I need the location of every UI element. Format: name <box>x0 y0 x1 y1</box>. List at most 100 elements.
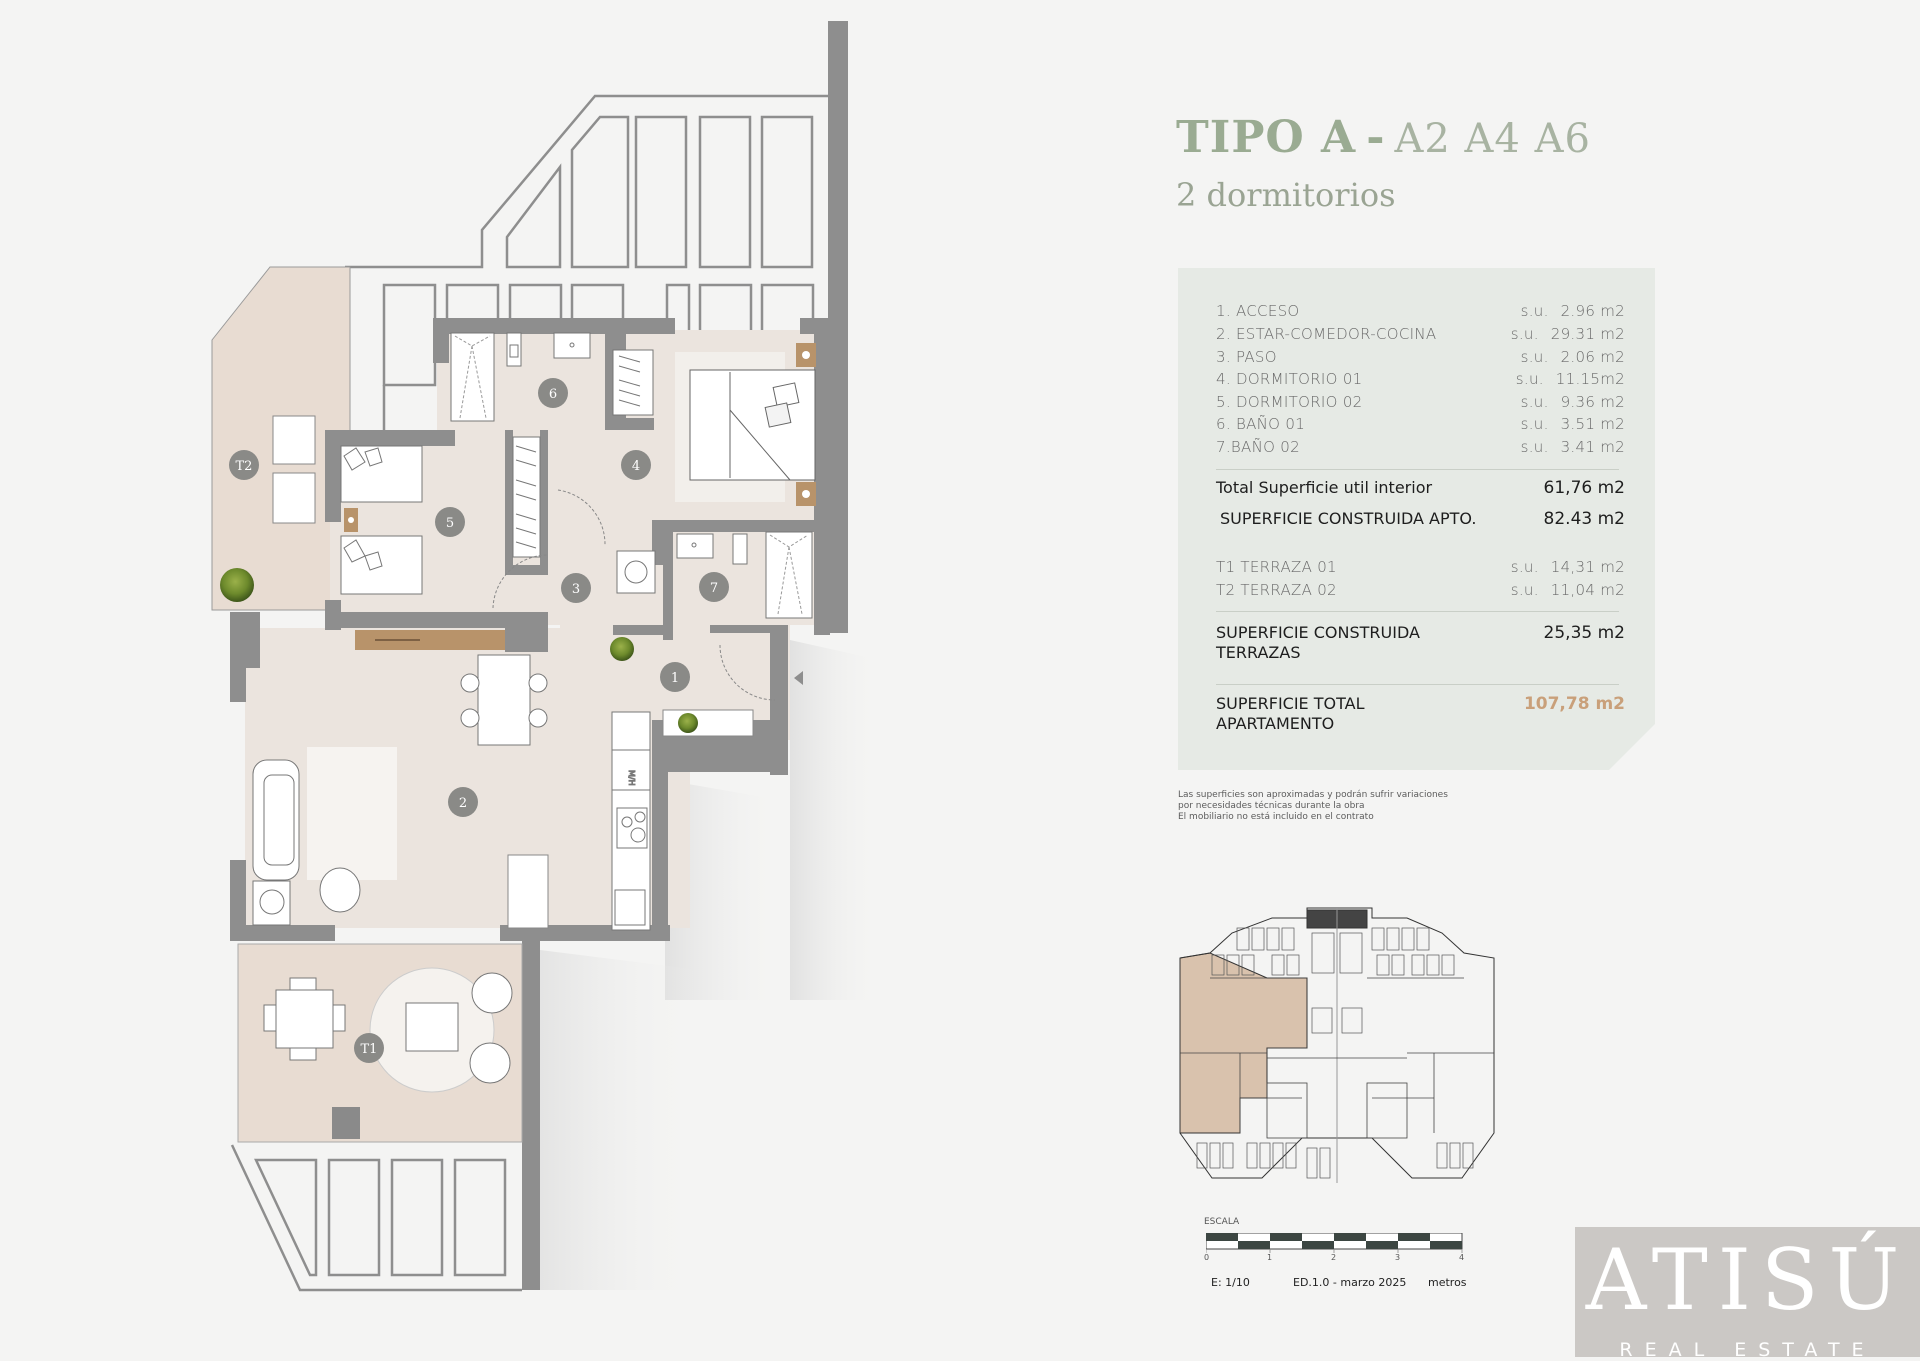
double-bed <box>675 343 816 506</box>
svg-text:4: 4 <box>632 459 640 474</box>
logo-wordmark: ATISÚ <box>1585 1231 1910 1329</box>
edition-date: ED.1.0 - marzo 2025 <box>1293 1276 1407 1289</box>
atisu-logo: ATISÚ REAL ESTATE <box>1575 1227 1920 1361</box>
svg-text:M/H: M/H <box>627 770 636 786</box>
floor-plan: M/H 1 2 3 4 5 6 <box>211 21 880 1292</box>
su-prefix: s.u. <box>1510 558 1539 576</box>
marker-room-7: 7 <box>699 572 729 602</box>
wardrobe-bedroom-01 <box>612 349 654 416</box>
bathroom-02-fixtures <box>676 531 813 619</box>
svg-text:2: 2 <box>459 796 467 811</box>
door-swings <box>492 489 776 701</box>
room-area: 29.31 m2 <box>1550 325 1625 343</box>
exterior-wall-east <box>828 21 848 633</box>
room-name: 3. PASO <box>1216 348 1277 366</box>
su-prefix: s.u. <box>1520 415 1549 433</box>
bathroom-01-fixtures <box>450 332 591 422</box>
room-name: 7.BAÑO 02 <box>1216 438 1300 456</box>
table-row: 6. BAÑO 01 s.u. 3.51 m2 <box>1216 415 1625 433</box>
wardrobe-bedroom-02 <box>512 436 541 558</box>
table-row: 1. ACCESO s.u. 2.96 m2 <box>1216 302 1625 320</box>
marker-room-3: 3 <box>561 573 591 603</box>
construida-apto-row: SUPERFICIE CONSTRUIDA APTO.82.43 m2 <box>1220 509 1625 529</box>
disclaimer-line: El mobiliario no está incluido en el con… <box>1178 812 1374 822</box>
terrace-row: T2 TERRAZA 02 s.u. 11,04 m2 <box>1216 581 1625 599</box>
scale-bar <box>1206 1233 1463 1253</box>
island-counter <box>507 854 549 929</box>
total-apartamento-value: 107,78 m2 <box>1523 694 1625 714</box>
su-prefix: s.u. <box>1520 302 1549 320</box>
marker-room-2: 2 <box>448 787 478 817</box>
washing-machine <box>616 550 656 594</box>
coffee-table <box>405 1002 459 1052</box>
terrace-name: T2 TERRAZA 02 <box>1216 581 1337 599</box>
svg-text:T2: T2 <box>236 459 253 474</box>
scale-tick: 0 <box>1204 1253 1210 1262</box>
construida-terrazas-label-2: TERRAZAS <box>1216 643 1301 662</box>
divider <box>1216 684 1619 685</box>
construida-apto-label: SUPERFICIE CONSTRUIDA APTO. <box>1220 509 1477 528</box>
scale-tick: 4 <box>1459 1253 1465 1262</box>
divider <box>1216 469 1619 470</box>
su-prefix: s.u. <box>1510 581 1539 599</box>
su-prefix: s.u. <box>1515 370 1544 388</box>
title-separator: - <box>1366 112 1385 163</box>
scale-label: ESCALA <box>1204 1217 1240 1227</box>
total-apartamento-label: SUPERFICIE TOTAL <box>1216 694 1365 713</box>
room-area: 3.51 m2 <box>1560 415 1625 433</box>
construida-terrazas-value: 25,35 m2 <box>1543 623 1625 643</box>
total-util-value: 61,76 m2 <box>1543 478 1625 498</box>
svg-text:T1: T1 <box>361 1042 378 1057</box>
type-label: TIPO A <box>1176 112 1357 163</box>
marker-room-5: 5 <box>435 507 465 537</box>
planter-box <box>332 1107 360 1139</box>
total-util-label: Total Superficie util interior <box>1216 478 1433 497</box>
plan-title: TIPO A-A2 A4 A6 <box>1176 112 1591 163</box>
svg-text:3: 3 <box>572 582 580 597</box>
room-area: 3.41 m2 <box>1560 438 1625 456</box>
disclaimer: Las superficies son aproximadas y podrán… <box>1178 790 1448 823</box>
su-prefix: s.u. <box>1520 393 1549 411</box>
loungers <box>272 415 316 524</box>
scale-tick: 2 <box>1331 1253 1337 1262</box>
dining-table <box>460 654 548 746</box>
marker-terrace-t2: T2 <box>229 450 259 480</box>
room-name: 5. DORMITORIO 02 <box>1216 393 1363 411</box>
storage-rooms-bottom <box>230 1144 522 1292</box>
room-markers: 1 2 3 4 5 6 7 T1 T2 <box>229 378 729 1063</box>
su-prefix: s.u. <box>1510 325 1539 343</box>
kitchen-run: M/H <box>611 711 651 931</box>
construida-terrazas-label: SUPERFICIE CONSTRUIDA <box>1216 623 1420 642</box>
scale-unit: metros <box>1428 1276 1467 1289</box>
armchair <box>469 1042 511 1084</box>
scale-ratio: E: 1/10 <box>1211 1276 1250 1289</box>
entrance-arrow-icon <box>794 671 803 685</box>
room-name: 2. ESTAR-COMEDOR-COCINA <box>1216 325 1437 343</box>
scale-tick: 1 <box>1267 1253 1273 1262</box>
svg-text:1: 1 <box>671 671 679 686</box>
marker-room-6: 6 <box>538 378 568 408</box>
terrace-area: 11,04 m2 <box>1550 581 1625 599</box>
room-area: 2.96 m2 <box>1560 302 1625 320</box>
unit-codes: A2 A4 A6 <box>1394 116 1591 162</box>
marker-room-1: 1 <box>660 662 690 692</box>
twin-beds <box>340 445 423 595</box>
marker-terrace-t1: T1 <box>354 1033 384 1063</box>
terrace-name: T1 TERRAZA 01 <box>1216 558 1337 576</box>
divider <box>1216 611 1619 612</box>
room-name: 4. DORMITORIO 01 <box>1216 370 1363 388</box>
total-apartamento-label-2: APARTAMENTO <box>1216 714 1335 733</box>
room-name: 6. BAÑO 01 <box>1216 415 1306 433</box>
room-name: 1. ACCESO <box>1216 302 1300 320</box>
room-area: 2.06 m2 <box>1560 348 1625 366</box>
terrace-dining-set <box>263 977 346 1061</box>
armchair <box>252 867 361 926</box>
room-area: 11.15m2 <box>1555 370 1625 388</box>
total-util-row: Total Superficie util interior 61,76 m2 <box>1216 478 1625 498</box>
